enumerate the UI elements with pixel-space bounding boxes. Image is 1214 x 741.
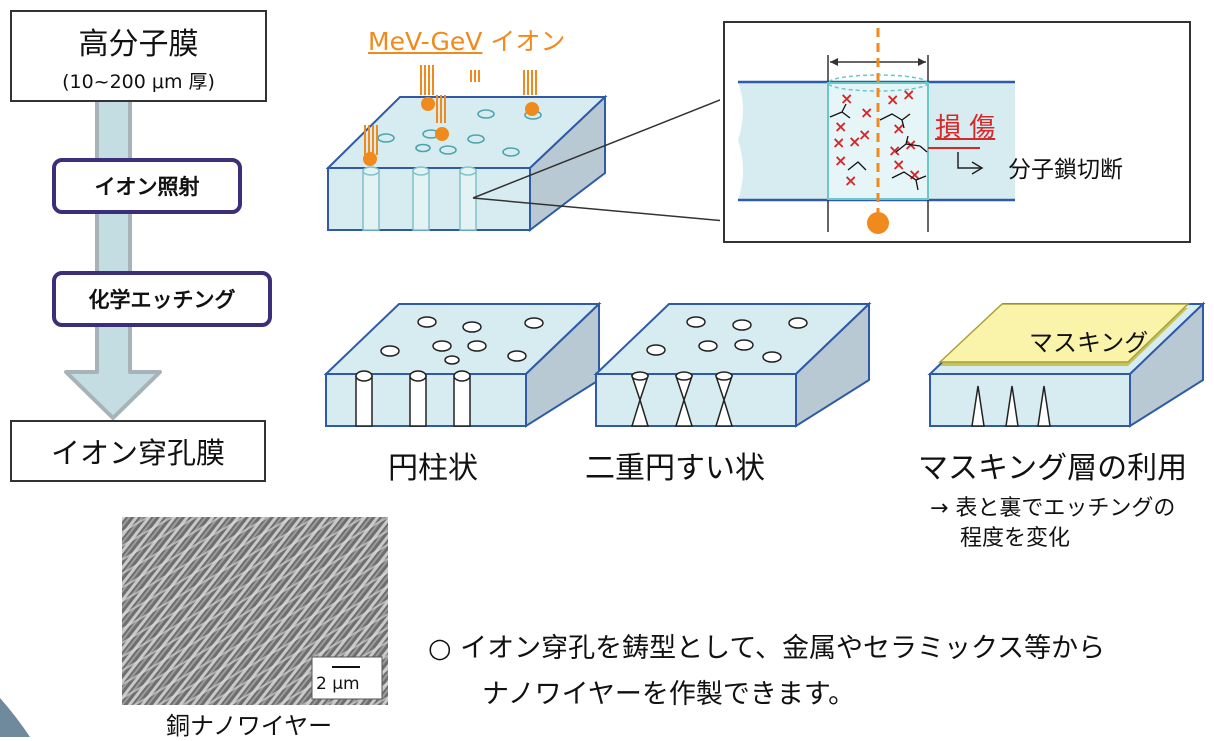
irradiated-film-block [325,65,720,233]
svg-text:×: × [858,125,871,144]
svg-text:×: × [902,85,915,104]
ion-energy-label: MeV-GeV イオン [368,22,565,58]
description-line1: ○ イオン穿孔を鋳型として、金属やセラミックス等から [428,633,1106,664]
svg-text:×: × [892,119,905,138]
masking-layer-block [927,301,1206,428]
svg-text:×: × [848,132,861,151]
double-cone-caption: 二重円すい状 [585,451,765,486]
scale-bar-label: 2 μm [316,674,360,694]
start-material-box: 高分子膜 (10~200 μm 厚) [10,10,267,102]
chain-scission-label: 分子鎖切断 [1008,157,1123,183]
end-membrane-box: イオン穿孔膜 [10,420,266,482]
start-material-thickness: (10~200 μm 厚) [62,70,215,93]
svg-text:×: × [888,141,901,160]
svg-text:×: × [892,155,905,174]
ion-word: イオン [490,27,566,56]
svg-text:×: × [908,165,921,184]
ion-energy-range: MeV-GeV [368,27,483,56]
broken-chains [829,103,928,191]
masking-note-line2: 程度を変化 [960,526,1071,551]
svg-text:×: × [834,117,847,136]
damage-inset: ××× ××× ××× ××× ××× [723,21,1191,243]
svg-text:×: × [840,89,853,108]
svg-text:×: × [860,103,873,122]
masking-note-line1: → 表と裏でエッチングの [930,496,1176,521]
start-material-title: 高分子膜 [78,26,199,62]
process-flow-arrow [64,98,162,420]
cylinder-caption: 円柱状 [388,451,478,486]
corner-decoration [0,698,30,737]
svg-text:×: × [832,133,845,152]
damage-label: 損 傷 [935,113,996,143]
copper-nanowire-sem-image [122,517,388,705]
stage-ion-irradiation: イオン照射 [52,158,242,214]
double-cone-pores-block [593,301,872,428]
ion-beams [364,65,537,155]
stage-chemical-etching: 化学エッチング [52,271,272,327]
masking-use-caption: マスキング層の利用 [918,451,1188,486]
end-membrane-label: イオン穿孔膜 [50,436,225,470]
description-line2: ナノワイヤーを作製できます。 [482,679,856,710]
svg-text:×: × [886,90,899,109]
nanowire-caption: 銅ナノワイヤー [166,712,333,740]
svg-text:×: × [834,151,847,170]
svg-text:×: × [844,171,857,190]
masking-label: マスキング [1029,329,1149,357]
cylindrical-pores-block [323,301,602,428]
